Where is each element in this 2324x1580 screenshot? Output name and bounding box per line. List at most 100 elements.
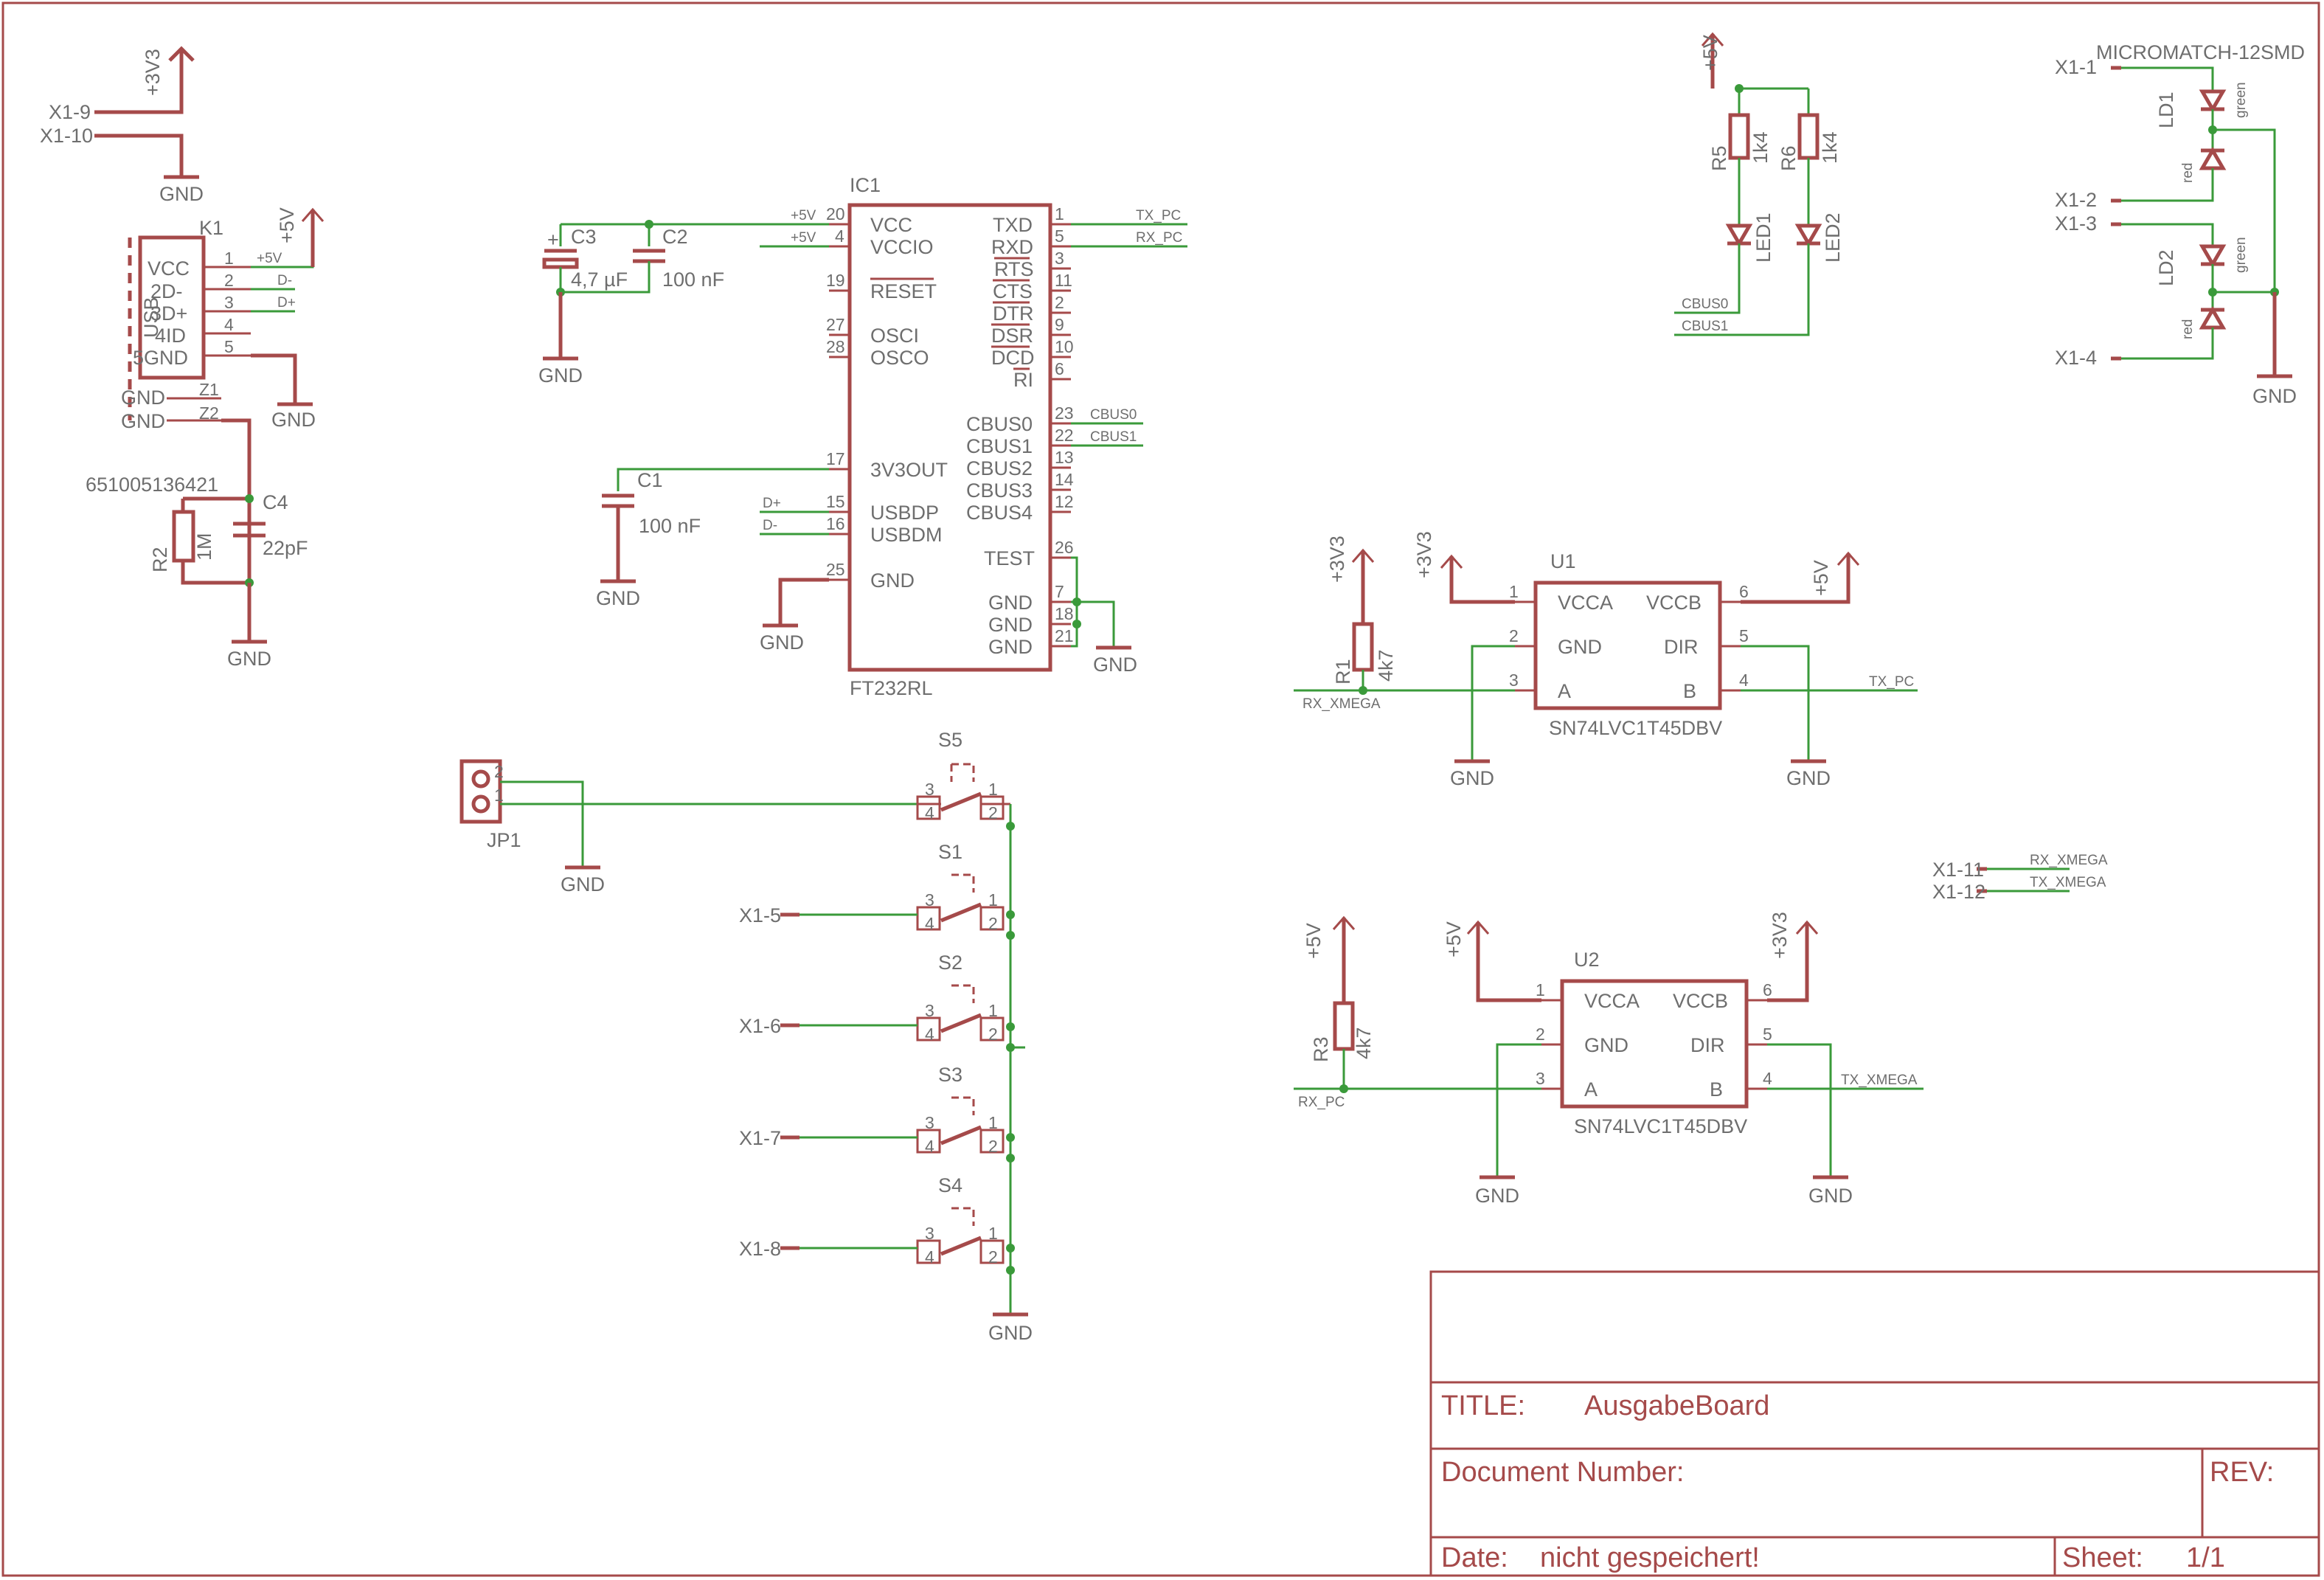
svg-text:GND: GND	[538, 364, 583, 387]
svg-text:GND: GND	[1786, 767, 1831, 789]
svg-text:CBUS0: CBUS0	[1090, 407, 1137, 423]
svg-text:VCCIO: VCCIO	[870, 236, 934, 258]
svg-text:RXD: RXD	[991, 236, 1033, 258]
connector-x1-7[interactable]: X1-7	[739, 1127, 918, 1149]
document-number-label: Document Number:	[1441, 1457, 1684, 1488]
svg-text:651005136421: 651005136421	[86, 474, 218, 496]
svg-text:D+: D+	[763, 496, 781, 511]
svg-text:2: 2	[1055, 293, 1064, 312]
connector-x1-11[interactable]: X1-11 RX_XMEGA	[1932, 853, 2108, 881]
svg-text:5: 5	[224, 337, 234, 356]
sheet-label: Sheet:	[2062, 1542, 2143, 1573]
svg-text:1: 1	[988, 1224, 998, 1243]
svg-text:4k7: 4k7	[1353, 1027, 1375, 1059]
svg-text:SN74LVC1T45DBV: SN74LVC1T45DBV	[1549, 717, 1722, 739]
svg-text:B: B	[1710, 1078, 1723, 1101]
svg-text:6: 6	[1055, 359, 1064, 378]
svg-text:+5V: +5V	[791, 230, 816, 246]
svg-text:28: 28	[826, 337, 845, 356]
connector-x1-10[interactable]: X1-10 GND	[40, 125, 204, 205]
svg-text:GND: GND	[1475, 1185, 1519, 1207]
svg-text:3: 3	[1509, 671, 1519, 690]
svg-text:1M: 1M	[193, 533, 215, 561]
svg-text:GND: GND	[121, 387, 165, 409]
ic1-ft232rl: IC1 FT232RL 20 4 19 27 28 17 15 16 25 VC…	[826, 174, 1074, 699]
svg-text:A: A	[1558, 680, 1571, 702]
svg-text:A: A	[1584, 1078, 1598, 1101]
svg-text:K1: K1	[199, 217, 223, 239]
svg-text:VCC: VCC	[148, 257, 190, 280]
connector-x1-5[interactable]: X1-5	[739, 904, 918, 926]
svg-text:+3V3: +3V3	[142, 49, 164, 96]
svg-text:C2: C2	[662, 226, 688, 248]
svg-text:1: 1	[1055, 204, 1064, 224]
svg-text:4: 4	[925, 1137, 934, 1156]
switch-rail: GND	[988, 804, 1033, 1344]
svg-text:4: 4	[925, 914, 934, 933]
jumper-jp1[interactable]: 2 1 JP1 GND	[459, 759, 918, 895]
switch-s1[interactable]: S1 3 4 1 2	[916, 841, 1005, 933]
svg-text:2: 2	[988, 1025, 998, 1044]
svg-text:GND: GND	[988, 614, 1033, 636]
svg-text:3: 3	[925, 890, 934, 909]
svg-text:16: 16	[826, 514, 845, 533]
svg-text:R3: R3	[1310, 1036, 1332, 1062]
svg-text:CBUS0: CBUS0	[966, 413, 1033, 435]
svg-text:9: 9	[1055, 315, 1064, 334]
svg-text:+5V: +5V	[1443, 921, 1465, 957]
level-shifter-u1: U1 SN74LVC1T45DBV VCCA GND A VCCB DIR B …	[1294, 531, 1918, 789]
title-block: TITLE: AusgabeBoard Document Number: REV…	[1429, 1270, 2320, 1577]
svg-text:X1-9: X1-9	[49, 101, 91, 123]
switch-s2[interactable]: S2 3 4 1 2	[916, 952, 1005, 1044]
svg-text:1: 1	[1509, 582, 1519, 601]
svg-text:4: 4	[1739, 671, 1749, 690]
svg-text:GND: GND	[121, 410, 165, 432]
svg-text:S3: S3	[938, 1064, 962, 1086]
title-value: AusgabeBoard	[1584, 1390, 1769, 1421]
connector-x1-8[interactable]: X1-8	[739, 1238, 918, 1260]
svg-text:21: 21	[1055, 626, 1074, 645]
svg-text:Z2: Z2	[199, 403, 219, 423]
svg-text:4: 4	[1763, 1069, 1772, 1088]
connector-x1-9[interactable]: X1-9	[49, 101, 105, 123]
svg-text:4: 4	[925, 803, 934, 822]
svg-text:22pF: 22pF	[263, 537, 308, 559]
svg-text:GND: GND	[596, 587, 640, 609]
svg-text:10: 10	[1055, 337, 1074, 356]
svg-text:DCD: DCD	[991, 347, 1035, 369]
svg-text:19: 19	[826, 271, 845, 290]
svg-text:1k4: 1k4	[1749, 131, 1772, 164]
svg-text:GND: GND	[271, 409, 316, 431]
svg-text:3: 3	[925, 1224, 934, 1243]
svg-text:CBUS1: CBUS1	[1682, 319, 1728, 334]
svg-text:3: 3	[925, 1113, 934, 1132]
svg-text:LD1: LD1	[2155, 91, 2177, 128]
level-shifter-u2: U2 SN74LVC1T45DBV VCCA GND A VCCB DIR B …	[1294, 912, 1924, 1207]
switch-s3[interactable]: S3 3 4 1 2	[916, 1064, 1005, 1156]
switch-s4[interactable]: S4 3 4 1 2	[916, 1174, 1005, 1267]
connector-x1-6[interactable]: X1-6	[739, 1015, 918, 1037]
svg-text:4: 4	[925, 1247, 934, 1267]
svg-text:X1-10: X1-10	[40, 125, 93, 147]
switch-s5[interactable]: S5 3 4 1 2	[916, 729, 1010, 822]
svg-text:1: 1	[988, 780, 998, 799]
svg-text:LED1: LED1	[1752, 212, 1775, 263]
svg-text:DTR: DTR	[993, 302, 1034, 325]
svg-text:5GND: 5GND	[133, 347, 188, 369]
power-3v3-topleft: +3V3	[94, 46, 195, 114]
svg-text:X1-1: X1-1	[2055, 56, 2097, 78]
connector-x1-12[interactable]: X1-12 TX_XMEGA	[1932, 875, 2106, 903]
svg-text:X1-12: X1-12	[1932, 881, 1985, 903]
svg-text:GND: GND	[870, 569, 915, 592]
svg-text:15: 15	[826, 492, 845, 511]
svg-text:D-: D-	[763, 518, 777, 533]
svg-text:CBUS4: CBUS4	[966, 502, 1033, 524]
svg-text:2: 2	[988, 803, 998, 822]
svg-text:3: 3	[1055, 249, 1064, 268]
svg-text:7: 7	[1055, 582, 1064, 601]
svg-text:GND: GND	[561, 873, 605, 895]
svg-text:green: green	[2233, 237, 2249, 273]
svg-text:2: 2	[494, 762, 504, 781]
svg-text:100 nF: 100 nF	[639, 515, 701, 537]
svg-text:CBUS0: CBUS0	[1682, 297, 1728, 312]
